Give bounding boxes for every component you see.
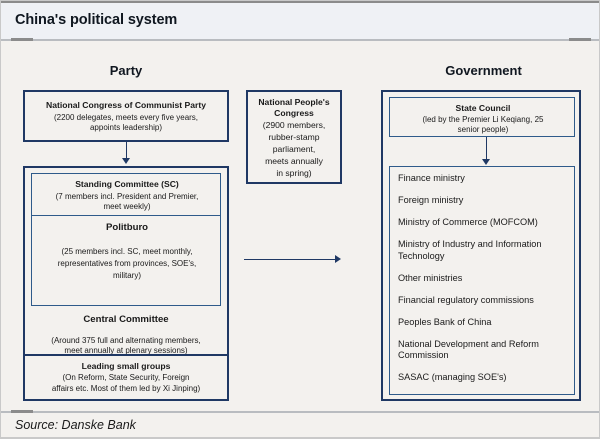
npc-detail-2: rubber-stamp — [268, 132, 320, 142]
national-congress-detail-2: appoints leadership) — [89, 123, 163, 132]
arrow-congress-to-sc-line — [126, 142, 127, 160]
diagram-canvas: Party Government National Congress of Co… — [1, 41, 599, 411]
npc-detail-1: (2900 members, — [262, 120, 326, 130]
sc-politburo-separator — [32, 215, 221, 216]
national-congress-detail-1: (2200 delegates, meets every five years, — [53, 113, 199, 122]
list-item[interactable]: Ministry of Industry and Information Tec… — [398, 239, 542, 261]
central-committee-detail-2: meet annually at plenary sessions) — [64, 346, 188, 355]
central-committee-detail-1: (Around 375 full and alternating members… — [51, 336, 201, 345]
figure-title-bar: China's political system — [1, 1, 599, 39]
page-title: China's political system — [15, 12, 178, 28]
central-committee-heading: Central Committee — [83, 314, 169, 325]
arrow-party-to-government-head — [335, 255, 341, 263]
npc-detail-5: in spring) — [276, 168, 312, 178]
title-divider-tick-left — [11, 38, 33, 41]
box-national-congress[interactable]: National Congress of Communist Party (22… — [23, 90, 229, 142]
state-council-heading: State Council — [455, 103, 511, 113]
politburo-detail-1: (25 members incl. SC, meet monthly, — [61, 247, 193, 256]
arrow-party-to-government-line — [244, 259, 336, 260]
list-item[interactable]: National Development and Reform Commissi… — [398, 338, 539, 361]
title-divider — [1, 39, 599, 41]
box-government-group[interactable]: State Council (led by the Premier Li Keq… — [381, 90, 581, 401]
national-congress-heading: National Congress of Communist Party — [46, 100, 206, 110]
list-item[interactable]: Financial regulatory commissions — [398, 294, 534, 305]
box-ministries[interactable]: Finance ministry Foreign ministry Minist… — [389, 166, 575, 395]
leading-small-groups-heading: Leading small groups — [81, 361, 171, 371]
state-council-detail-2: senior people) — [457, 125, 509, 134]
box-national-peoples-congress[interactable]: National People's Congress (2900 members… — [246, 90, 342, 184]
list-item[interactable]: Finance ministry — [398, 173, 465, 183]
leading-small-groups-detail-2: affairs etc. Most of them led by Xi Jinp… — [51, 384, 201, 393]
leading-small-groups-detail-1: (On Reform, State Security, Foreign — [62, 373, 190, 382]
list-item[interactable]: Other ministries — [398, 272, 463, 283]
list-item[interactable]: Ministry of Commerce (MOFCOM) — [398, 217, 538, 227]
figure-bottom-rule — [1, 437, 599, 438]
list-item[interactable]: SASAC (managing SOE's) — [398, 372, 507, 382]
arrow-council-to-ministries-line — [486, 137, 487, 161]
arrow-congress-to-sc-head — [122, 158, 130, 164]
column-header-government: Government — [445, 63, 522, 78]
box-politburo-group[interactable]: Standing Committee (SC) (7 members incl.… — [31, 173, 221, 306]
politburo-detail-2: representatives from provinces, SOE's, — [57, 259, 197, 268]
politburo-heading: Politburo — [105, 222, 149, 233]
footer-divider — [1, 411, 599, 413]
box-leading-small-groups[interactable]: Leading small groups (On Reform, State S… — [23, 354, 229, 401]
list-item[interactable]: Peoples Bank of China — [398, 316, 492, 327]
standing-committee-detail-2: meet weekly) — [103, 202, 151, 211]
source-label: Source: Danske Bank — [15, 418, 136, 432]
standing-committee-detail-1: (7 members incl. President and Premier, — [55, 192, 199, 201]
footer-divider-tick — [11, 410, 33, 413]
box-state-council[interactable]: State Council (led by the Premier Li Keq… — [389, 97, 575, 137]
box-central-committee[interactable]: Standing Committee (SC) (7 members incl.… — [23, 166, 229, 366]
ministries-list: Finance ministry Foreign ministry Minist… — [390, 167, 574, 394]
title-top-rule — [1, 1, 599, 3]
npc-heading-1: National People's — [248, 97, 340, 108]
npc-heading-1-text: National People's — [258, 97, 330, 107]
arrow-council-to-ministries-head — [482, 159, 490, 165]
state-council-detail-1: (led by the Premier Li Keqiang, 25 — [422, 115, 544, 124]
npc-heading-2: Congress — [248, 108, 340, 119]
npc-detail-4: meets annually — [265, 156, 323, 166]
standing-committee-heading: Standing Committee (SC) — [75, 179, 179, 189]
npc-detail-3: parliament, — [272, 144, 316, 154]
list-item[interactable]: Foreign ministry — [398, 195, 464, 205]
npc-heading-2-text: Congress — [274, 108, 314, 118]
title-divider-tick-right — [569, 38, 591, 41]
politburo-detail-3: military) — [113, 271, 141, 280]
column-header-party: Party — [109, 63, 143, 78]
